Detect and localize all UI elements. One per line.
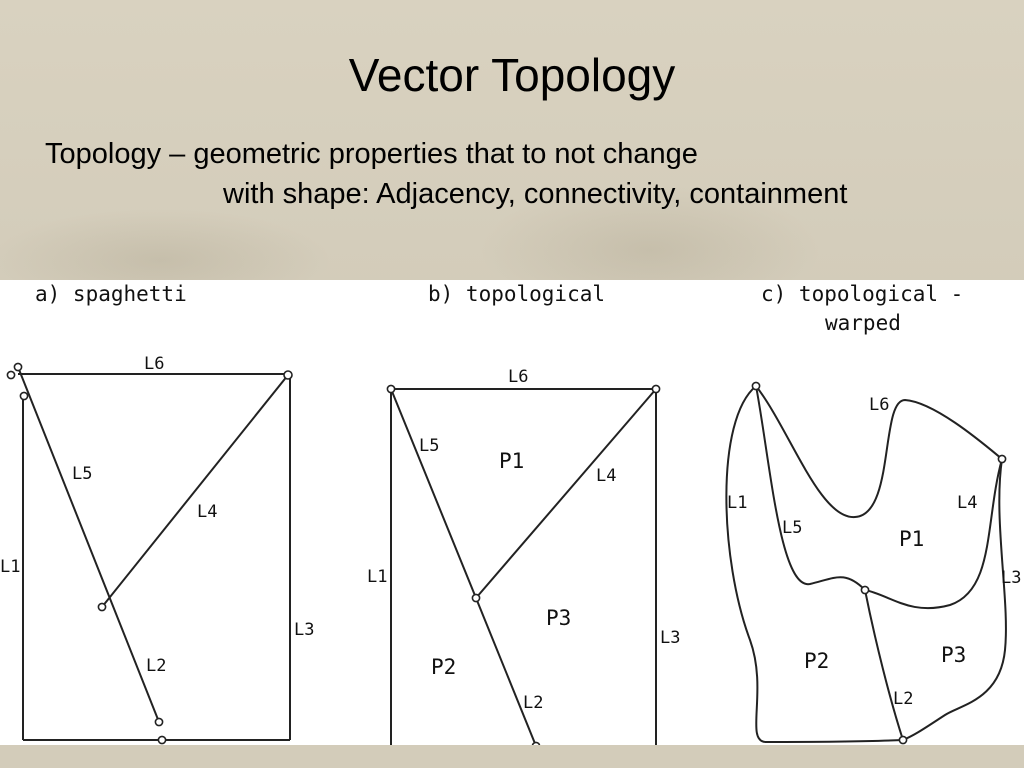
caption-warped-line2: warped: [825, 311, 901, 335]
node: [154, 717, 164, 727]
line-l1: [390, 389, 536, 745]
caption-topological: b) topological: [428, 282, 605, 306]
node: [651, 384, 661, 394]
node: [997, 454, 1007, 464]
label-l1: L1: [0, 557, 20, 577]
line-l4: [101, 374, 289, 608]
line-l5: [390, 388, 477, 599]
node: [898, 735, 908, 745]
label-l6: L6: [508, 367, 528, 387]
label-l5: L5: [72, 464, 92, 484]
label-l1: L1: [727, 493, 747, 513]
node: [13, 362, 23, 372]
label-l3: L3: [660, 628, 680, 648]
label-l6: L6: [144, 354, 164, 374]
slide-title: Vector Topology: [348, 49, 676, 101]
label-l1: L1: [367, 567, 387, 587]
line-l5-l2: [17, 366, 160, 723]
node: [97, 602, 107, 612]
line-l1: [725, 385, 766, 743]
panel-spaghetti: a) spaghetti L6 L5 L4 L1 L3 L2: [0, 282, 314, 745]
line-l4: [475, 388, 657, 599]
line-l3: [902, 458, 1007, 741]
map-background: [0, 0, 1024, 290]
label-l5: L5: [782, 518, 802, 538]
node: [860, 585, 870, 595]
label-l6: L6: [869, 395, 889, 415]
label-l2: L2: [893, 689, 913, 709]
definition-line-2: with shape: Adjacency, connectivity, con…: [223, 178, 848, 210]
node: [6, 370, 16, 380]
label-p1: P1: [499, 449, 524, 473]
node: [386, 384, 396, 394]
line-l2: [864, 589, 904, 741]
label-l5: L5: [419, 436, 439, 456]
label-p2: P2: [804, 649, 829, 673]
caption-spaghetti: a) spaghetti: [35, 282, 187, 306]
label-l4: L4: [596, 466, 616, 486]
definition-line-1: Topology – geometric properties that to …: [45, 138, 698, 170]
panel-topological: b) topological L6 L5 P1 L4 L1 P3 L3 P2 L…: [367, 282, 680, 745]
line-l6: [755, 385, 1003, 519]
label-l3: L3: [1001, 568, 1021, 588]
node: [531, 741, 541, 745]
label-l2: L2: [523, 693, 543, 713]
caption-warped-line1: c) topological -: [761, 282, 963, 306]
label-l2: L2: [146, 656, 166, 676]
node: [751, 381, 761, 391]
node: [283, 370, 293, 380]
label-p3: P3: [941, 643, 966, 667]
node: [157, 735, 167, 745]
topology-figure: a) spaghetti L6 L5 L4 L1 L3 L2 b) topolo…: [0, 280, 1024, 745]
topology-diagram: a) spaghetti L6 L5 L4 L1 L3 L2 b) topolo…: [0, 282, 1021, 745]
line-l4: [864, 458, 1003, 610]
label-p2: P2: [431, 655, 456, 679]
line-l2: [475, 597, 537, 745]
label-p1: P1: [899, 527, 924, 551]
label-l4: L4: [197, 502, 217, 522]
label-l4: L4: [957, 493, 977, 513]
label-p3: P3: [546, 606, 571, 630]
line-l5: [755, 385, 866, 591]
label-l3: L3: [294, 620, 314, 640]
bottom-strip: [0, 745, 1024, 768]
panel-topological-warped: c) topological - warped L6 L1 L5 L4 P1: [725, 282, 1021, 745]
node: [19, 391, 29, 401]
node: [471, 593, 481, 603]
line-bottom: [764, 739, 904, 743]
line-l3: [536, 389, 657, 745]
